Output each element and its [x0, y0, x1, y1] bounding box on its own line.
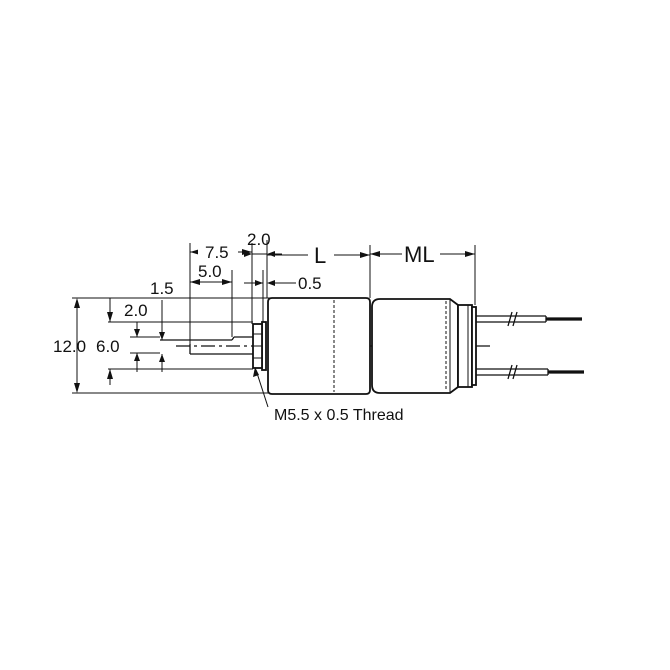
motor-body	[267, 297, 371, 395]
end-cap	[457, 304, 473, 388]
dim-2-0-shaft: 2.0	[124, 301, 148, 372]
dim-12-0: 12.0	[53, 298, 86, 393]
lead-wire-bottom	[476, 364, 584, 380]
thread-callout: M5.5 x 0.5 Thread	[253, 367, 404, 424]
dim-5-0: 5.0	[190, 262, 232, 285]
svg-text:ML: ML	[404, 242, 435, 267]
end-plate	[471, 306, 477, 386]
dim-7-5: 7.5	[190, 242, 252, 262]
svg-text:6.0: 6.0	[96, 337, 120, 356]
lead-wire-top	[476, 311, 582, 327]
dim-L: L	[267, 243, 370, 268]
svg-text:12.0: 12.0	[53, 337, 86, 356]
module-body	[371, 298, 459, 394]
svg-text:M5.5 x 0.5 Thread: M5.5 x 0.5 Thread	[274, 407, 404, 424]
dim-1-5: 1.5	[150, 279, 174, 372]
svg-text:1.5: 1.5	[150, 279, 174, 298]
dim-ML: ML	[370, 242, 475, 267]
shaft	[160, 336, 253, 355]
dim-6-0: 6.0	[96, 298, 120, 385]
svg-text:0.5: 0.5	[298, 274, 322, 293]
svg-text:L: L	[314, 243, 326, 268]
dim-0-5: 0.5	[244, 274, 322, 293]
dim-2-0-thread: 2.0	[244, 230, 282, 257]
svg-text:2.0: 2.0	[247, 230, 271, 249]
svg-text:2.0: 2.0	[124, 301, 148, 320]
svg-text:5.0: 5.0	[198, 262, 222, 281]
svg-text:7.5: 7.5	[205, 243, 229, 262]
